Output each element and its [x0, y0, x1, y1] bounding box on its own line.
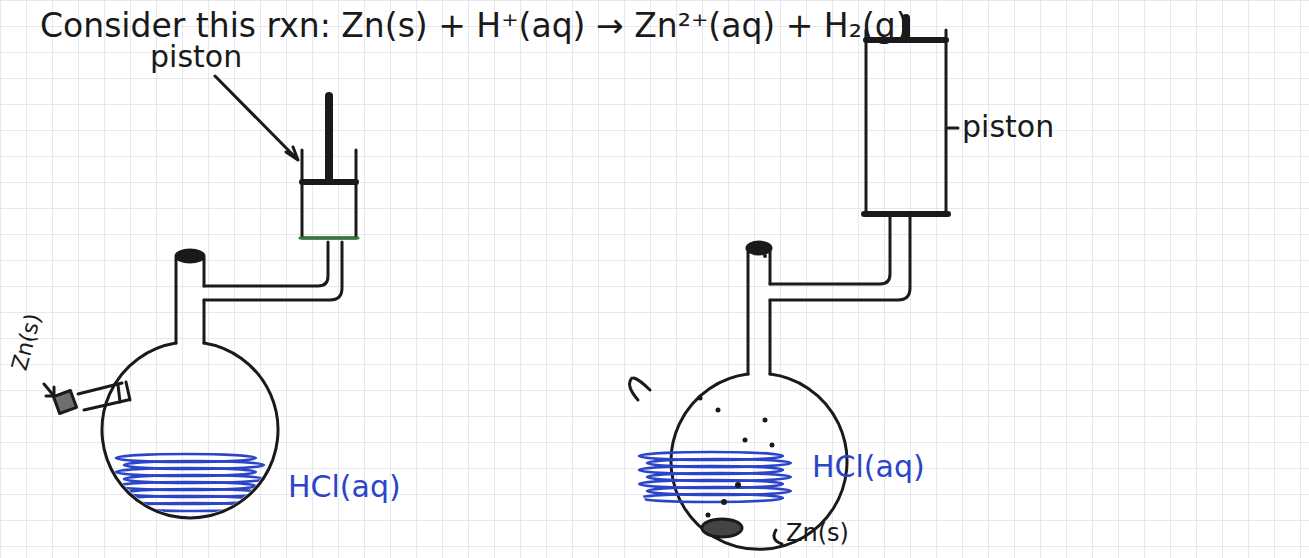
part-label: piston	[150, 40, 242, 73]
leader-line	[774, 530, 782, 544]
hcl-solution	[116, 454, 264, 511]
leader-line	[215, 76, 298, 160]
part-label: piston	[962, 110, 1054, 143]
solution-label: HCl(aq)	[288, 470, 401, 503]
right-flask	[630, 216, 910, 549]
solution-label: HCl(aq)	[812, 450, 925, 483]
right-piston	[864, 18, 948, 214]
leader-line	[44, 384, 54, 396]
zinc-and-bubbles	[698, 254, 775, 537]
reaction-title: Consider this rxn: Zn(s) + H⁺(aq) → Zn²⁺…	[40, 8, 909, 44]
leader-line	[948, 127, 958, 130]
part-label: Zn(s)	[786, 520, 849, 546]
left-piston	[300, 96, 358, 238]
hcl-solution	[639, 452, 791, 502]
